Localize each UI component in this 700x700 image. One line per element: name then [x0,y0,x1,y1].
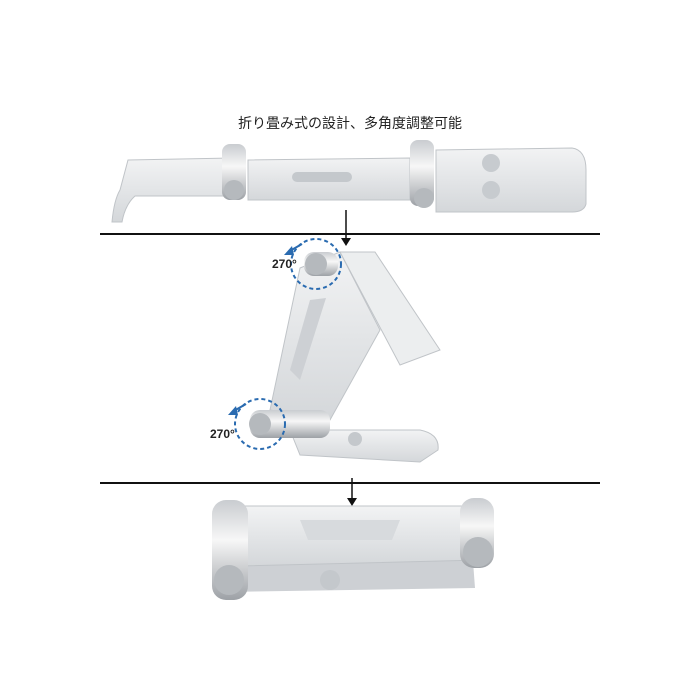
angle-label-top: 270° [272,257,297,271]
hinge-cap [214,565,244,595]
hinge-cap [305,253,327,275]
hinge-cap [224,180,244,200]
hinge-cap [463,537,493,567]
divider-top [100,233,600,235]
rotation-indicator-top [290,238,342,290]
folded-stand [212,498,494,600]
divider-bottom [100,482,600,484]
hinge-cap [249,413,271,435]
angled-stand [249,251,441,463]
unfolded-stand [111,140,587,223]
angle-label-bottom: 270° [210,427,235,441]
hinge-cap [414,188,434,208]
rotation-indicator-bottom [234,398,286,450]
caption-title: 折り畳み式の設計、多角度調整可能 [238,116,462,132]
